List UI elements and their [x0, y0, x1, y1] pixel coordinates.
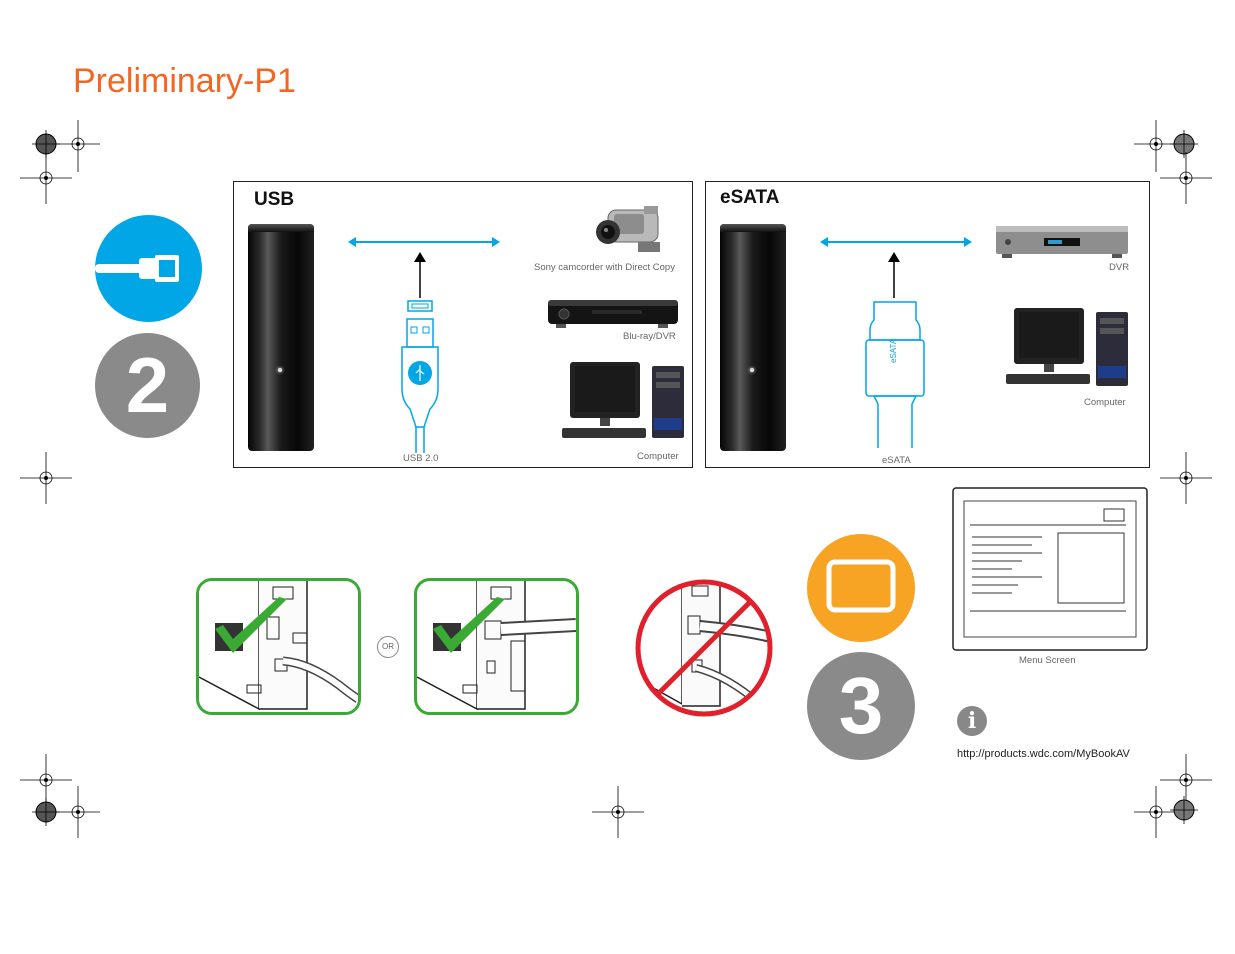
mybook-drive-image	[248, 224, 314, 451]
correct-connection-esata-image	[414, 578, 579, 715]
usb-cable-label: USB 2.0	[403, 453, 439, 464]
dvr-icon	[996, 226, 1128, 258]
device-label: Computer	[637, 451, 679, 462]
correct-connection-usb-image	[196, 578, 361, 715]
info-icon: i	[957, 706, 987, 736]
registration-mark-icon	[32, 798, 60, 826]
registration-mark-icon	[1170, 130, 1198, 158]
up-arrow-icon	[888, 252, 900, 298]
registration-mark-icon	[20, 452, 72, 504]
esata-cable-label: eSATA	[882, 455, 911, 466]
device-label: Blu-ray/DVR	[623, 331, 676, 342]
registration-mark-icon	[1134, 120, 1178, 172]
step-number: 2	[125, 341, 170, 429]
or-label: OR	[377, 636, 399, 658]
bidirectional-arrow-icon	[348, 237, 500, 247]
computer-icon	[562, 362, 684, 438]
bidirectional-arrow-icon	[820, 237, 972, 247]
connect-cable-step-icon	[95, 215, 202, 322]
usb-cable-icon	[401, 300, 439, 453]
registration-mark-icon	[1170, 796, 1198, 824]
bluray-player-icon	[548, 300, 678, 328]
mybook-drive-image	[720, 224, 786, 451]
step-number: 3	[838, 661, 884, 750]
cable-plug-icon	[95, 255, 179, 282]
esata-connection-panel: eSATA eSATA eSATA DVR Computer	[705, 181, 1150, 468]
page-title: Preliminary-P1	[73, 62, 296, 100]
tv-icon	[826, 559, 896, 613]
product-url-link[interactable]: http://products.wdc.com/MyBookAV	[957, 748, 1130, 760]
registration-mark-icon	[1160, 452, 1212, 504]
esata-connector-text: eSATA	[889, 338, 898, 363]
registration-mark-icon	[56, 786, 100, 838]
usb-connection-panel: USB USB 2.0 Sony camcorder with Direct C…	[233, 181, 693, 468]
menu-screen-tv-image	[952, 487, 1148, 651]
registration-mark-icon	[20, 754, 72, 806]
esata-heading: eSATA	[720, 187, 780, 208]
tv-setup-step-icon	[807, 534, 915, 642]
registration-mark-icon	[592, 786, 644, 838]
step-3-badge: 3	[807, 652, 915, 760]
camcorder-icon	[596, 206, 660, 252]
checkmark-icon	[433, 597, 505, 653]
device-label: Sony camcorder with Direct Copy	[534, 262, 675, 273]
registration-mark-icon	[1134, 786, 1178, 838]
menu-screen-label: Menu Screen	[1019, 655, 1076, 666]
registration-mark-icon	[1160, 152, 1212, 204]
computer-icon	[1006, 308, 1128, 386]
registration-mark-icon	[1160, 754, 1212, 806]
registration-mark-icon	[20, 152, 72, 204]
checkmark-icon	[215, 597, 287, 653]
device-label: Computer	[1084, 397, 1126, 408]
incorrect-connection-prohibited-image	[635, 579, 773, 717]
step-2-badge: 2	[95, 333, 200, 438]
usb-heading: USB	[254, 189, 295, 210]
device-label: DVR	[1109, 262, 1130, 273]
up-arrow-icon	[414, 252, 426, 298]
registration-mark-icon	[56, 120, 100, 172]
esata-cable-icon	[865, 301, 925, 448]
